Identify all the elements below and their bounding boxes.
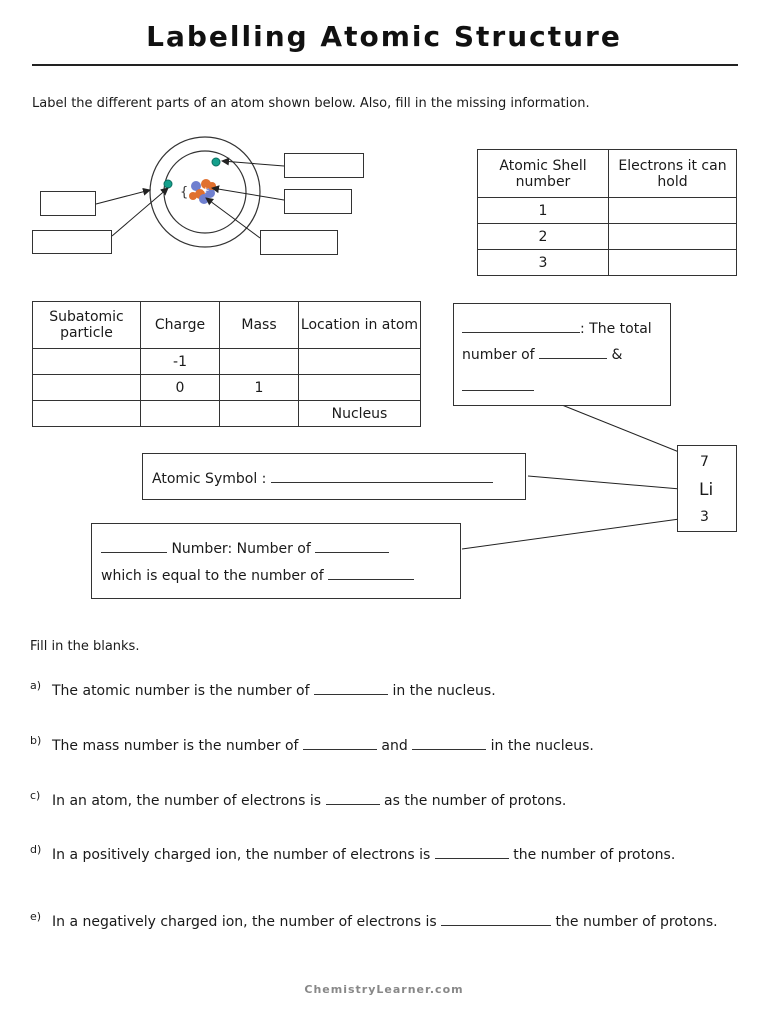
blank-field[interactable] bbox=[441, 911, 552, 926]
arrow-atomic-number bbox=[461, 513, 695, 550]
table-cell[interactable] bbox=[32, 348, 141, 375]
arrow-label-left-top bbox=[95, 187, 151, 205]
instruction-text: Label the different parts of an atom sho… bbox=[32, 96, 590, 111]
table-cell[interactable] bbox=[298, 374, 421, 401]
atomic-number-box: Number: Number of which is equal to the … bbox=[91, 523, 461, 599]
label-box[interactable] bbox=[284, 153, 364, 178]
footer-brand: ChemistryLearner.com bbox=[304, 983, 464, 996]
question-b: b) The mass number is the number of and … bbox=[30, 734, 740, 758]
label-box[interactable] bbox=[32, 230, 112, 254]
table-cell[interactable] bbox=[219, 400, 299, 427]
blank-field[interactable] bbox=[270, 468, 493, 483]
arrow-label-right-top bbox=[221, 157, 285, 167]
blank-field[interactable] bbox=[539, 344, 608, 359]
table-cell: 1 bbox=[219, 374, 299, 401]
mass-box-text: : The total bbox=[580, 321, 652, 337]
question-text: the number of protons. bbox=[555, 914, 718, 930]
blank-field[interactable] bbox=[328, 565, 415, 580]
atom-diagram: + { bbox=[95, 136, 695, 550]
fill-heading: Fill in the blanks. bbox=[30, 639, 140, 654]
title-divider bbox=[32, 64, 738, 66]
electrons-cell[interactable] bbox=[608, 223, 737, 250]
page-title: Labelling Atomic Structure bbox=[146, 20, 622, 53]
mass-box-text: number of bbox=[462, 347, 535, 363]
question-text: and bbox=[381, 738, 408, 754]
question-letter: e) bbox=[30, 910, 42, 923]
shell-number: 1 bbox=[477, 197, 609, 224]
blank-field[interactable] bbox=[313, 680, 388, 695]
shell-number: 2 bbox=[477, 223, 609, 250]
question-text: In a positively charged ion, the number … bbox=[52, 847, 431, 863]
table-cell[interactable] bbox=[32, 400, 141, 427]
table-cell: Nucleus bbox=[298, 400, 421, 427]
blank-field[interactable] bbox=[325, 790, 380, 805]
number-box-text: Number: Number of bbox=[171, 541, 311, 557]
electrons-cell[interactable] bbox=[608, 197, 737, 224]
element-atomic-number: 3 bbox=[700, 509, 709, 525]
blank-field[interactable] bbox=[315, 538, 390, 553]
element-symbol: Li bbox=[699, 480, 714, 500]
element-mass-number: 7 bbox=[700, 454, 709, 470]
question-text: The atomic number is the number of bbox=[52, 683, 310, 699]
electrons-header: Electrons it can hold bbox=[608, 149, 737, 198]
electron-icon bbox=[163, 179, 173, 189]
question-d: d) In a positively charged ion, the numb… bbox=[30, 843, 740, 867]
blank-field[interactable] bbox=[462, 376, 534, 391]
mass-number-box: : The total number of & bbox=[453, 303, 671, 406]
particle-header: Subatomic particle bbox=[32, 301, 141, 349]
shell-header: Atomic Shell number bbox=[477, 149, 609, 198]
number-box-text: which is equal to the number of bbox=[101, 568, 324, 584]
blank-field[interactable] bbox=[434, 844, 509, 859]
table-cell: 0 bbox=[140, 374, 220, 401]
label-box[interactable] bbox=[284, 189, 352, 214]
blank-field[interactable] bbox=[101, 538, 167, 553]
ampersand: & bbox=[611, 347, 623, 363]
shell-table: Atomic Shell number Electrons it can hol… bbox=[477, 149, 737, 276]
electron-icon bbox=[211, 157, 221, 167]
question-text: as the number of protons. bbox=[384, 793, 567, 809]
question-c: c) In an atom, the number of electrons i… bbox=[30, 789, 740, 813]
label-box[interactable] bbox=[260, 230, 338, 255]
charge-header: Charge bbox=[140, 301, 220, 349]
blank-field[interactable] bbox=[412, 735, 487, 750]
question-text: In an atom, the number of electrons is bbox=[52, 793, 322, 809]
label-box[interactable] bbox=[40, 191, 96, 216]
blank-field[interactable] bbox=[462, 318, 580, 333]
question-letter: a) bbox=[30, 679, 42, 692]
element-tile: 7 Li 3 bbox=[677, 445, 737, 532]
blank-field[interactable] bbox=[302, 735, 377, 750]
question-text: In a negatively charged ion, the number … bbox=[52, 914, 437, 930]
table-cell[interactable] bbox=[140, 400, 220, 427]
nucleus-bracket: { bbox=[180, 185, 188, 200]
question-letter: c) bbox=[30, 789, 41, 802]
question-text: in the nucleus. bbox=[490, 738, 594, 754]
particle-table: Subatomic particle Charge Mass Location … bbox=[32, 301, 421, 427]
shell-number: 3 bbox=[477, 249, 609, 276]
nucleus: + bbox=[189, 179, 216, 204]
question-text: the number of protons. bbox=[513, 847, 676, 863]
table-cell[interactable] bbox=[298, 348, 421, 375]
arrow-atomic-symbol bbox=[527, 475, 693, 494]
arrow-label-right-bottom bbox=[205, 197, 261, 239]
arrow-label-left-bottom bbox=[111, 187, 169, 237]
electrons-cell[interactable] bbox=[608, 249, 737, 276]
atomic-symbol-box: Atomic Symbol : bbox=[142, 453, 526, 500]
arrow-mass-number bbox=[561, 404, 695, 460]
question-text: in the nucleus. bbox=[392, 683, 496, 699]
arrow-label-right-middle bbox=[211, 185, 285, 201]
table-cell[interactable] bbox=[32, 374, 141, 401]
table-cell[interactable] bbox=[219, 348, 299, 375]
question-letter: b) bbox=[30, 734, 42, 747]
question-letter: d) bbox=[30, 843, 42, 856]
table-cell: -1 bbox=[140, 348, 220, 375]
question-text: The mass number is the number of bbox=[52, 738, 299, 754]
mass-header: Mass bbox=[219, 301, 299, 349]
question-a: a) The atomic number is the number of in… bbox=[30, 679, 740, 703]
question-e: e) In a negatively charged ion, the numb… bbox=[30, 910, 740, 934]
atomic-symbol-label: Atomic Symbol : bbox=[152, 471, 267, 487]
location-header: Location in atom bbox=[298, 301, 421, 349]
svg-text:+: + bbox=[202, 186, 210, 196]
